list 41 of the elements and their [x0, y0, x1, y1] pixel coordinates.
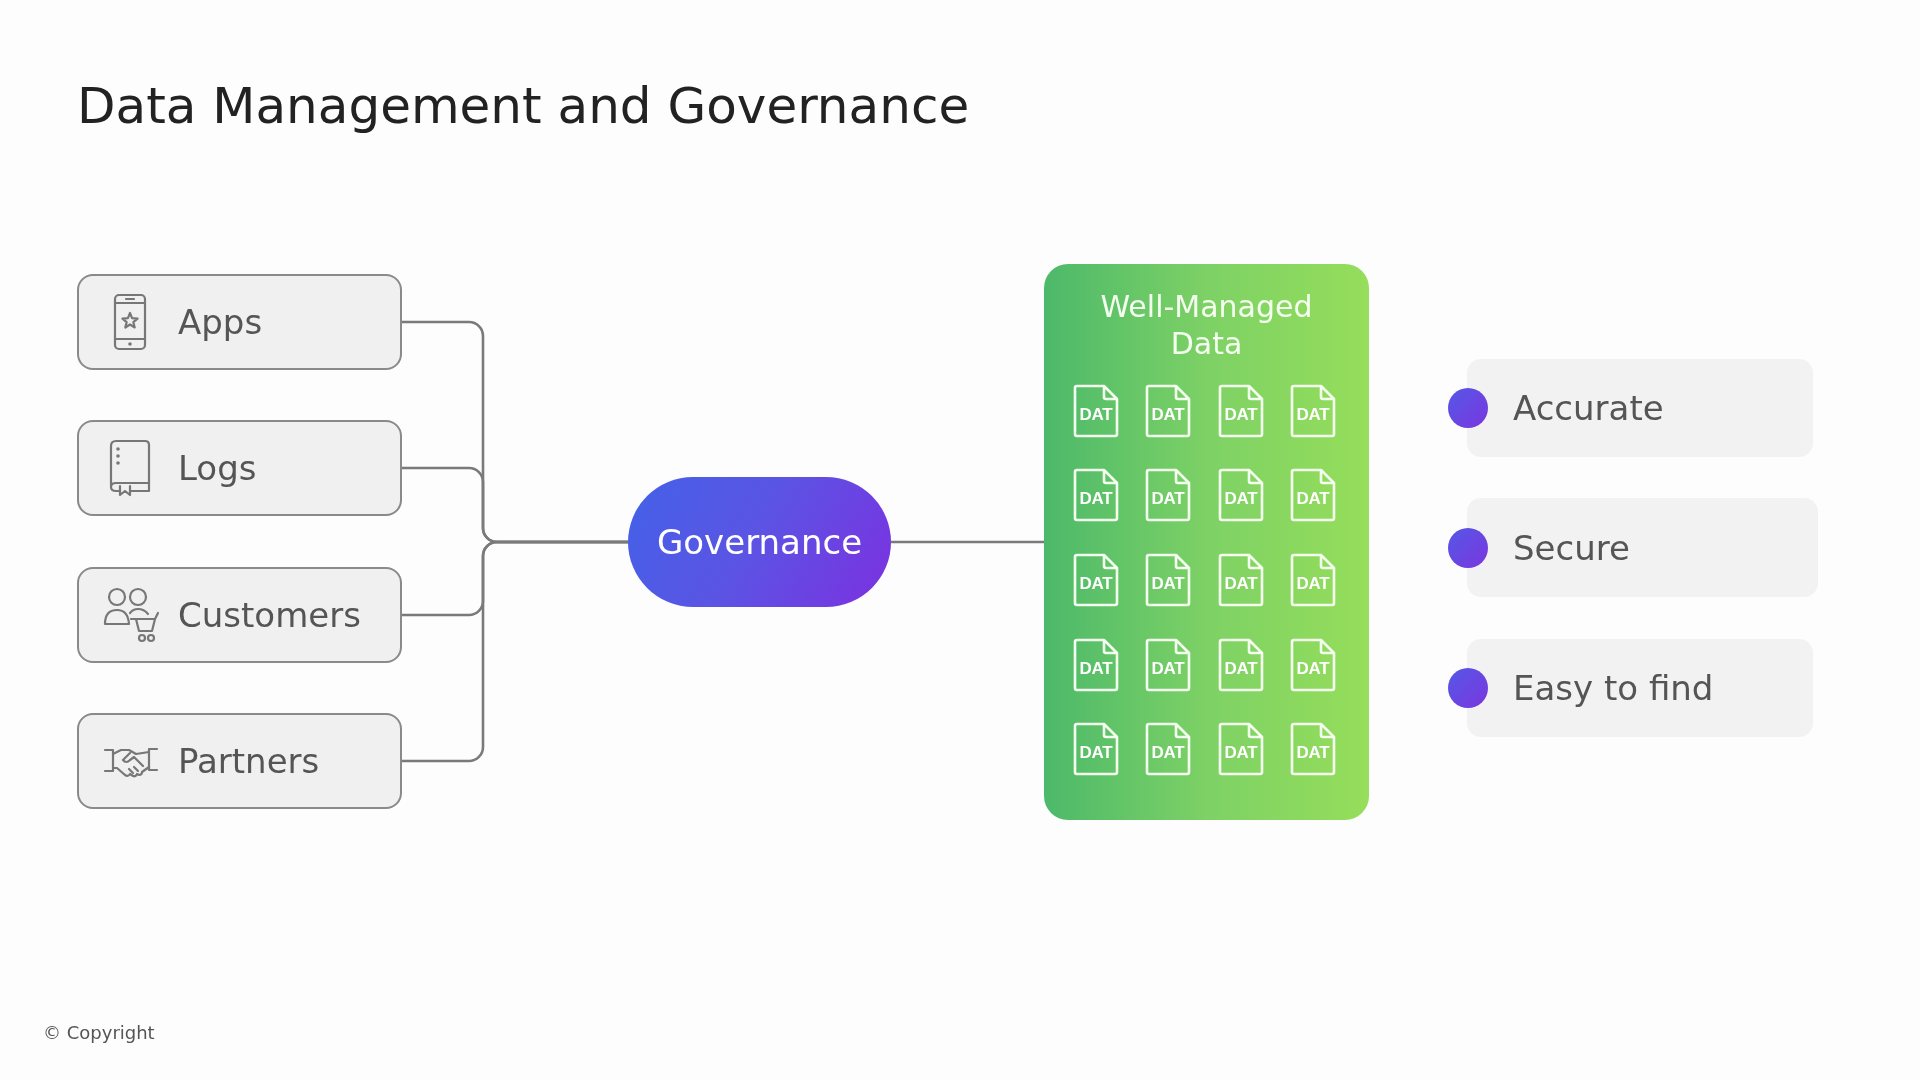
- file-type-label: DAT: [1296, 659, 1330, 678]
- file-type-label: DAT: [1079, 659, 1113, 678]
- file-type-label: DAT: [1079, 743, 1113, 762]
- data-panel: [1044, 264, 1369, 820]
- connector-line: [891, 540, 1044, 544]
- file-type-label: DAT: [1079, 405, 1113, 424]
- source-box: [77, 567, 402, 663]
- file-type-label: DAT: [1151, 743, 1185, 762]
- file-type-label: DAT: [1151, 489, 1185, 508]
- quality-card: [1448, 639, 1813, 737]
- source-label: Logs: [178, 448, 257, 488]
- file-type-label: DAT: [1296, 743, 1330, 762]
- file-type-label: DAT: [1079, 574, 1113, 593]
- file-type-label: DAT: [1296, 574, 1330, 593]
- quality-card: [1448, 498, 1818, 597]
- connector-line: [402, 540, 628, 763]
- source-box: [77, 713, 402, 809]
- copyright-text: © Copyright: [43, 1022, 155, 1044]
- page-title: Data Management and Governance: [77, 76, 970, 136]
- quality-card: [1448, 359, 1813, 457]
- source-box: [77, 420, 402, 516]
- panel-title: Well-Managed Data: [1099, 288, 1314, 362]
- quality-label: Secure: [1513, 527, 1630, 568]
- file-type-label: DAT: [1224, 574, 1258, 593]
- file-type-label: DAT: [1151, 405, 1185, 424]
- file-type-label: DAT: [1224, 405, 1258, 424]
- quality-label: Accurate: [1513, 388, 1664, 428]
- source-label: Partners: [178, 741, 320, 781]
- file-type-label: DAT: [1224, 743, 1258, 762]
- file-type-label: DAT: [1079, 489, 1113, 508]
- file-type-label: DAT: [1151, 574, 1185, 593]
- file-type-label: DAT: [1224, 489, 1258, 508]
- file-type-label: DAT: [1224, 659, 1258, 678]
- file-type-label: DAT: [1296, 489, 1330, 508]
- hub-label: Governance: [656, 522, 863, 562]
- quality-label: Easy to find: [1513, 668, 1714, 708]
- source-label: Customers: [178, 595, 361, 635]
- file-type-label: DAT: [1151, 659, 1185, 678]
- source-box: [77, 274, 402, 370]
- file-type-label: DAT: [1296, 405, 1330, 424]
- source-label: Apps: [178, 302, 263, 342]
